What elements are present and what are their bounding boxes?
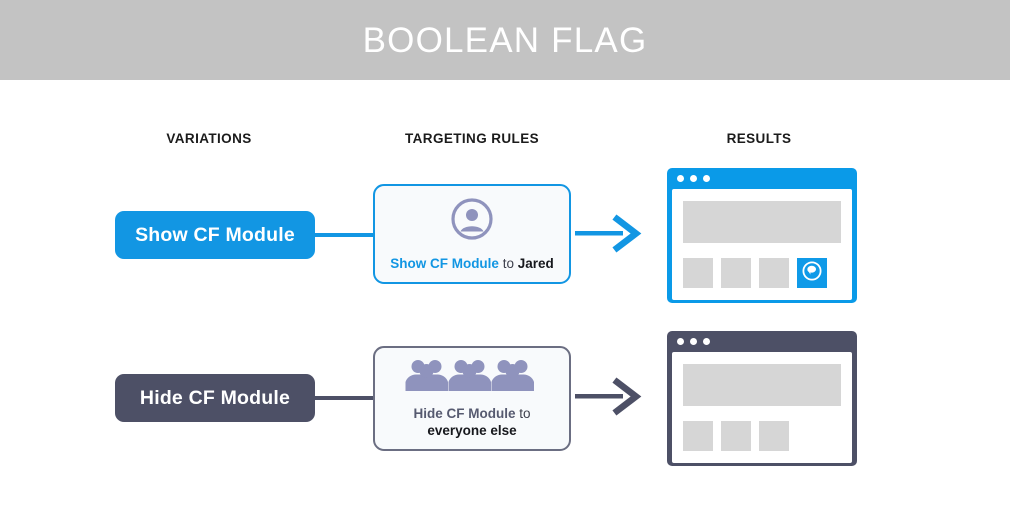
content-tile-placeholder — [721, 258, 751, 288]
cf-module-tile[interactable] — [797, 258, 827, 288]
browser-content — [672, 352, 852, 463]
connector-line-row-2 — [300, 396, 378, 400]
window-dot-icon — [677, 338, 684, 345]
content-tile-placeholder — [759, 421, 789, 451]
window-dot-icon — [703, 175, 710, 182]
content-tile-placeholder — [759, 258, 789, 288]
variation-pill-label: Show CF Module — [135, 223, 295, 246]
variation-pill-label: Hide CF Module — [139, 386, 291, 409]
column-heading-targeting-rules: TARGETING RULES — [405, 131, 539, 146]
content-tile-row — [683, 258, 841, 288]
content-tile-placeholder — [683, 421, 713, 451]
column-heading-variations: VARIATIONS — [166, 131, 252, 146]
content-tile-placeholder — [683, 258, 713, 288]
browser-titlebar — [667, 331, 857, 352]
content-tile-row — [683, 421, 841, 451]
content-tile-placeholder — [721, 421, 751, 451]
variation-pill-hide-cf-module[interactable]: Hide CF Module — [115, 374, 315, 422]
window-dot-icon — [677, 175, 684, 182]
result-browser-window-show — [667, 168, 857, 303]
targeting-rule-card-show[interactable]: Show CF Module to Jared — [373, 184, 571, 284]
browser-content — [672, 189, 852, 300]
targeting-rule-action-label: Show CF Module — [390, 255, 499, 271]
targeting-rule-card-hide[interactable]: Hide CF Module to everyone else — [373, 346, 571, 451]
targeting-rule-target-label: Jared — [517, 255, 554, 271]
window-dot-icon — [690, 175, 697, 182]
page-title: BOOLEAN FLAG — [362, 20, 648, 60]
result-browser-window-hide — [667, 331, 857, 466]
variation-pill-show-cf-module[interactable]: Show CF Module — [115, 211, 315, 259]
content-placeholder-block — [683, 201, 841, 243]
targeting-rule-action-label: Hide CF Module — [413, 406, 516, 421]
targeting-rule-connector-word: to — [502, 255, 514, 271]
targeting-rule-text-show: Show CF Module to Jared — [390, 255, 554, 272]
column-heading-results: RESULTS — [726, 131, 792, 146]
connector-line-row-1 — [300, 233, 378, 237]
window-dot-icon — [690, 338, 697, 345]
chat-bubble-icon — [801, 260, 823, 287]
targeting-rule-connector-word: to — [519, 406, 531, 421]
targeting-rule-text-hide: Hide CF Module to everyone else — [413, 405, 530, 439]
targeting-rule-target-label: everyone else — [427, 423, 517, 438]
page-header: BOOLEAN FLAG — [0, 0, 1010, 80]
content-placeholder-block — [683, 364, 841, 406]
flow-arrow-row-2 — [575, 376, 643, 423]
browser-titlebar — [667, 168, 857, 189]
single-user-icon — [450, 197, 494, 246]
crowd-icon — [404, 358, 540, 397]
flow-arrow-row-1 — [575, 213, 643, 260]
window-dot-icon — [703, 338, 710, 345]
